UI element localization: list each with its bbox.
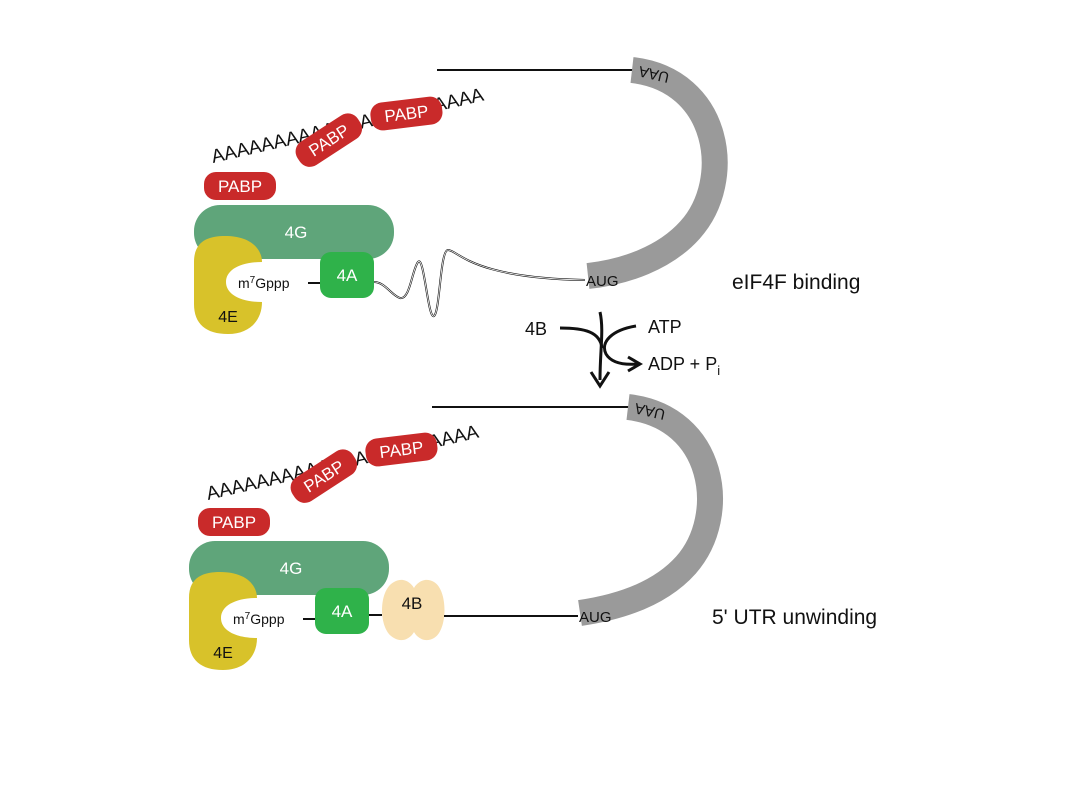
reaction-output-arrowhead — [627, 355, 643, 373]
stage-caption: 5' UTR unwinding — [712, 606, 877, 629]
stop-codon-label: UAA — [633, 399, 667, 423]
reaction-step: 4B ATP ADP + Pi — [525, 311, 720, 389]
panel-eif4f-binding: UAA AUG AAAAAAAAAAAAAAAAAAAAAA PABP PABP… — [194, 57, 860, 334]
start-codon-label: AUG — [579, 609, 612, 626]
eif4g-label: 4G — [280, 559, 303, 578]
mrna-coding-loop — [578, 394, 723, 626]
eif4e-protein: 4E — [194, 236, 262, 334]
panel-utr-unwinding: UAA AUG AAAAAAAAAAAAAAAAAAAAAA PABP PABP… — [189, 394, 877, 670]
eif4a-protein: 4A — [320, 252, 374, 298]
reaction-output: ADP + Pi — [648, 354, 720, 378]
utr-secondary-structure — [373, 248, 586, 318]
eif4e-label: 4E — [213, 645, 233, 662]
pabp-protein: PABP — [370, 96, 443, 131]
eif4a-protein: 4A — [315, 588, 369, 634]
eif4b-protein: 4B — [382, 579, 445, 641]
eif4a-label: 4A — [332, 602, 353, 621]
eif4a-label: 4A — [337, 266, 358, 285]
pabp-protein: PABP — [365, 432, 438, 467]
start-codon-label: AUG — [586, 273, 619, 290]
reaction-input-factor: 4B — [525, 319, 547, 339]
cap-label: m7Gppp — [238, 275, 290, 291]
eif4b-label: 4B — [402, 594, 423, 613]
stop-codon-label: UAA — [637, 62, 671, 86]
stage-caption: eIF4F binding — [732, 271, 860, 294]
eif4e-label: 4E — [218, 309, 238, 326]
reaction-arrowhead — [589, 371, 611, 389]
reaction-input-curve — [559, 326, 604, 349]
pabp-protein: PABP — [198, 508, 270, 536]
eif4g-label: 4G — [285, 223, 308, 242]
utr-highlight — [373, 249, 586, 317]
pabp-label: PABP — [212, 513, 256, 532]
cap-label: m7Gppp — [233, 611, 285, 627]
reaction-energy-curve — [603, 324, 639, 366]
mrna-coding-loop — [586, 57, 728, 289]
pabp-protein: PABP — [204, 172, 276, 200]
eif4e-protein: 4E — [189, 572, 257, 670]
pabp-label: PABP — [218, 177, 262, 196]
reaction-input-energy: ATP — [648, 317, 682, 337]
